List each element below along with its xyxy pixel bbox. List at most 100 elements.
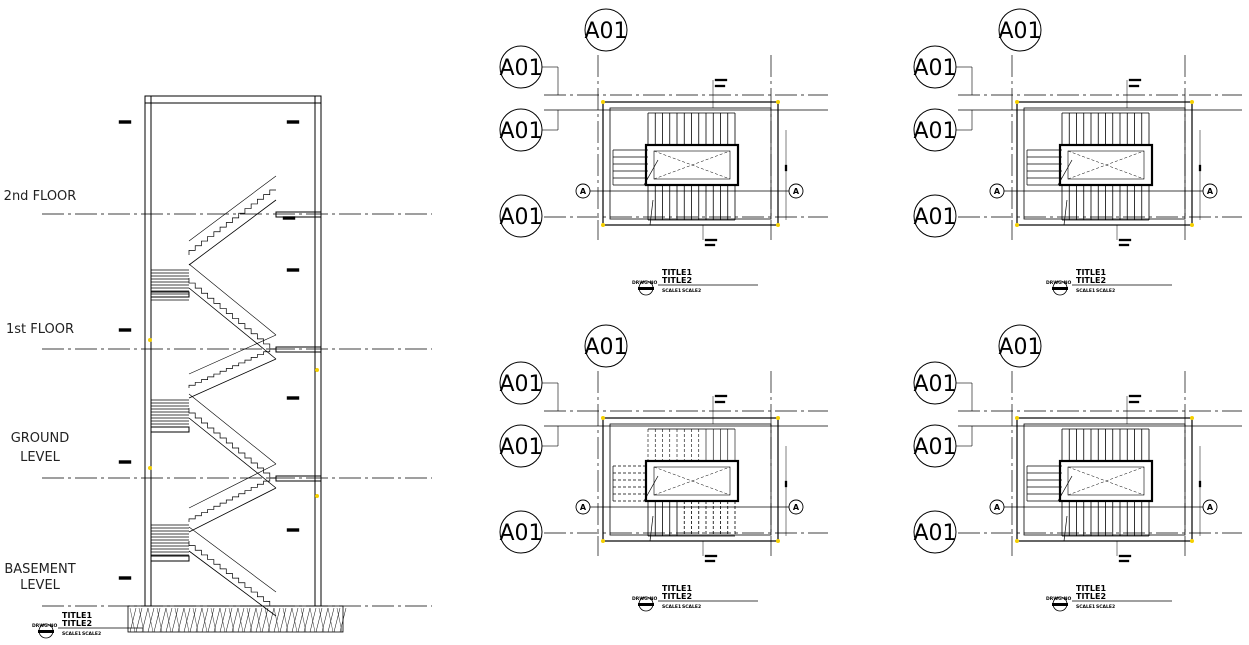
stair-plan	[612, 112, 740, 226]
grid-bubble-label: A01	[998, 335, 1041, 360]
section-mark: A	[1202, 499, 1218, 515]
grid-bubble: A01	[499, 194, 543, 238]
grid-bubble: A01	[584, 8, 628, 52]
section-mark-label: A	[580, 187, 587, 196]
section-mark-label: A	[580, 503, 587, 512]
grid-bubble: A01	[499, 108, 543, 152]
grid-bubble-label: A01	[584, 19, 627, 44]
level-line: 1st FLOOR	[6, 322, 432, 350]
scale-2: SCALE2	[82, 631, 101, 637]
title-2: TITLE2	[662, 276, 692, 285]
grid-node	[1190, 223, 1194, 227]
level-label: 2nd FLOOR	[4, 189, 77, 204]
grid-node	[1190, 539, 1194, 543]
scale-2: SCALE2	[1096, 288, 1115, 294]
level-label: BASEMENT	[4, 562, 75, 577]
scale-2: SCALE2	[682, 604, 701, 610]
grid-bubble: A01	[998, 324, 1042, 368]
title-2: TITLE2	[1076, 592, 1106, 601]
grid-bubble-label: A01	[913, 56, 956, 81]
grid-bubble-label: A01	[499, 521, 542, 546]
grid-node	[776, 416, 780, 420]
stair-plan	[1026, 112, 1154, 226]
drawing-number: DRWG-NO	[1046, 280, 1071, 286]
section-annotations	[118, 120, 319, 580]
scale-2: SCALE2	[682, 288, 701, 294]
title-2: TITLE2	[1076, 276, 1106, 285]
plan-annotations	[1116, 394, 1202, 563]
section-mark: A	[788, 183, 804, 199]
scale-1: SCALE1	[1076, 288, 1095, 294]
scale-1: SCALE1	[662, 288, 681, 294]
grid-node	[776, 223, 780, 227]
section-mark: A	[1202, 183, 1218, 199]
grid-bubble-label: A01	[913, 372, 956, 397]
stair-plan	[1026, 428, 1154, 542]
drawing-number: DRWG-NO	[1046, 596, 1071, 602]
grid-bubble-label: A01	[584, 335, 627, 360]
plan-annotations	[702, 78, 788, 247]
grid-bubble: A01	[913, 361, 957, 405]
grid-bubble: A01	[913, 424, 957, 468]
stair-flights	[188, 175, 277, 617]
scale-1: SCALE1	[1076, 604, 1095, 610]
section-mark-label: A	[793, 187, 800, 196]
grid-node	[601, 100, 605, 104]
section-mark: A	[989, 499, 1005, 515]
grid-bubble-label: A01	[499, 119, 542, 144]
section-mark-label: A	[1207, 187, 1214, 196]
level-label: 1st FLOOR	[6, 322, 74, 337]
section-mark-label: A	[1207, 503, 1214, 512]
drawing-number: DRWG-NO	[632, 596, 657, 602]
plan-annotations	[702, 394, 788, 563]
grid-bubble-label: A01	[913, 521, 956, 546]
grid-bubble: A01	[499, 45, 543, 89]
section-mark: A	[788, 499, 804, 515]
grid-bubble-label: A01	[998, 19, 1041, 44]
grid-bubble: A01	[584, 324, 628, 368]
section-mark: A	[575, 183, 591, 199]
stair-plan	[612, 428, 740, 542]
grid-bubble-label: A01	[499, 205, 542, 230]
scale-1: SCALE1	[662, 604, 681, 610]
scale-2: SCALE2	[1096, 604, 1115, 610]
section-mark: A	[989, 183, 1005, 199]
section-mark-label: A	[994, 503, 1001, 512]
grid-node	[601, 539, 605, 543]
grid-node	[776, 539, 780, 543]
grid-node	[776, 100, 780, 104]
grid-node	[601, 416, 605, 420]
grid-bubble-label: A01	[499, 372, 542, 397]
grid-bubble: A01	[499, 510, 543, 554]
grid-bubble-label: A01	[499, 435, 542, 460]
title-1: TITLE1	[1076, 268, 1106, 277]
scale-1: SCALE1	[62, 631, 81, 637]
title-1: TITLE1	[662, 268, 692, 277]
grid-bubble-label: A01	[913, 119, 956, 144]
grid-bubble: A01	[913, 510, 957, 554]
plan-annotations	[1116, 78, 1202, 247]
grid-bubble: A01	[499, 424, 543, 468]
grid-bubble: A01	[913, 108, 957, 152]
grid-bubble: A01	[998, 8, 1042, 52]
level-label: GROUND	[11, 431, 70, 446]
level-label: LEVEL	[20, 578, 61, 593]
title-1: TITLE1	[1076, 584, 1106, 593]
grid-node	[601, 223, 605, 227]
section-mark-label: A	[994, 187, 1001, 196]
